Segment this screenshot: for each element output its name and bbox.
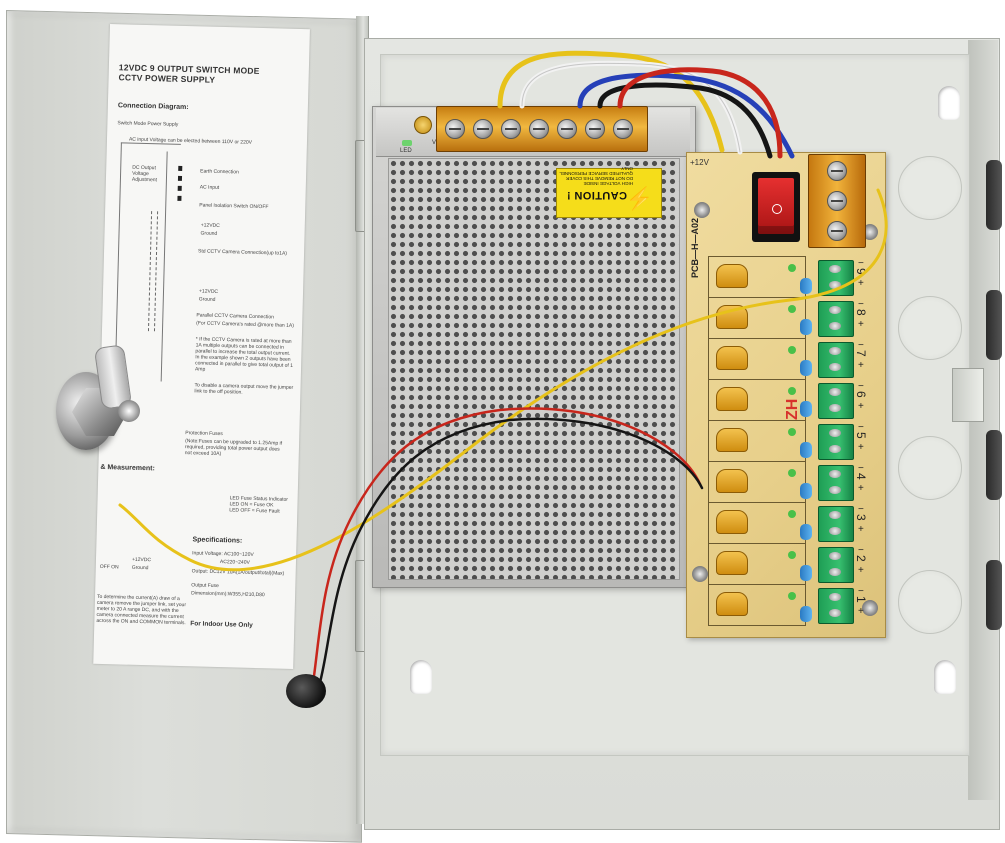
channel-minus-label: −	[858, 586, 864, 597]
channel-output-terminal[interactable]	[818, 547, 854, 583]
psu-wire-yellow	[497, 50, 725, 153]
channel-capacitor	[800, 606, 812, 622]
channel-output-terminal[interactable]	[818, 301, 854, 337]
channel-plus-label: +	[858, 442, 864, 453]
input-terminal-screw[interactable]	[827, 221, 847, 241]
door-wire-black	[316, 417, 704, 692]
psu-terminal-strip	[436, 106, 648, 152]
door-lock-keyhole-icon[interactable]	[118, 400, 140, 422]
pcb-mount-screw	[692, 566, 708, 582]
door-wire-yellow	[118, 188, 888, 572]
input-terminal-screw[interactable]	[827, 161, 847, 181]
cable-knockout	[898, 296, 962, 360]
channel-status-led	[788, 428, 796, 436]
side-cable-gland	[986, 160, 1002, 230]
terminal-screw[interactable]	[585, 119, 605, 139]
channel-plus-label: +	[858, 483, 864, 494]
voltage-adjust-pot[interactable]	[414, 116, 432, 134]
channel-capacitor	[800, 442, 812, 458]
side-cable-gland	[986, 290, 1002, 360]
psu-led-label: LED	[400, 148, 412, 154]
channel-status-led	[788, 264, 796, 272]
psu-vent-mesh	[388, 158, 680, 580]
psu-wire-red	[617, 67, 783, 159]
pcb-mount-screw	[862, 224, 878, 240]
channel-capacitor	[800, 278, 812, 294]
channel-plus-label: +	[858, 524, 864, 535]
terminal-screw[interactable]	[557, 119, 577, 139]
mounting-keyhole	[934, 660, 956, 694]
channel-fuse[interactable]	[716, 510, 748, 534]
side-cable-gland	[986, 430, 1002, 500]
channel-minus-label: −	[858, 463, 864, 474]
door-latch-plate	[952, 368, 984, 422]
channel-status-led	[788, 551, 796, 559]
terminal-screw[interactable]	[473, 119, 493, 139]
input-terminal-screw[interactable]	[827, 191, 847, 211]
channel-plus-label: +	[858, 360, 864, 371]
channel-plus-label: +	[858, 606, 864, 617]
channel-output-terminal[interactable]	[818, 465, 854, 501]
dc-input-terminal-block	[808, 154, 866, 248]
channel-fuse[interactable]	[716, 346, 748, 370]
channel-plus-label: +	[858, 565, 864, 576]
channel-capacitor	[800, 565, 812, 581]
channel-capacitor	[800, 360, 812, 376]
channel-fuse[interactable]	[716, 428, 748, 452]
channel-fuse[interactable]	[716, 264, 748, 288]
channel-minus-label: −	[858, 422, 864, 433]
channel-capacitor	[800, 319, 812, 335]
channel-output-terminal[interactable]	[818, 383, 854, 419]
channel-output-terminal[interactable]	[818, 424, 854, 460]
channel-status-led	[788, 510, 796, 518]
mounting-keyhole	[410, 660, 432, 694]
mounting-keyhole	[938, 86, 960, 120]
terminal-screw[interactable]	[501, 119, 521, 139]
channel-status-led	[788, 469, 796, 477]
terminal-screw[interactable]	[613, 119, 633, 139]
terminal-screw[interactable]	[445, 119, 465, 139]
channel-output-terminal[interactable]	[818, 506, 854, 542]
channel-fuse[interactable]	[716, 592, 748, 616]
channel-output-terminal[interactable]	[818, 588, 854, 624]
door-wire-red	[310, 407, 702, 692]
channel-fuse[interactable]	[716, 551, 748, 575]
cable-knockout	[898, 436, 962, 500]
channel-outline	[708, 584, 806, 626]
terminal-screw[interactable]	[529, 119, 549, 139]
door-tamper-switch	[286, 674, 326, 708]
psu-status-led	[402, 140, 412, 146]
channel-output-terminal[interactable]	[818, 342, 854, 378]
channel-status-led	[788, 305, 796, 313]
channel-minus-label: −	[858, 258, 864, 269]
channel-status-led	[788, 387, 796, 395]
channel-minus-label: −	[858, 340, 864, 351]
pcb-mount-screw	[862, 600, 878, 616]
channel-capacitor	[800, 483, 812, 499]
pcb-mount-screw	[694, 202, 710, 218]
channel-minus-label: −	[858, 545, 864, 556]
psu-wire-black	[597, 82, 773, 159]
channel-minus-label: −	[858, 381, 864, 392]
pcb-plus-label: +12V	[690, 158, 709, 167]
psu-wire-blue	[577, 72, 795, 159]
channel-status-led	[788, 346, 796, 354]
channel-fuse[interactable]	[716, 469, 748, 493]
channel-minus-label: −	[858, 504, 864, 515]
psu-wire-white-outline	[521, 62, 741, 153]
cable-knockout	[898, 570, 962, 634]
channel-plus-label: +	[858, 319, 864, 330]
channel-status-led	[788, 592, 796, 600]
cable-knockout	[898, 156, 962, 220]
channel-capacitor	[800, 401, 812, 417]
power-switch-mark	[772, 204, 782, 214]
channel-fuse[interactable]	[716, 387, 748, 411]
channel-plus-label: +	[858, 401, 864, 412]
channel-capacitor	[800, 524, 812, 540]
channel-minus-label: −	[858, 299, 864, 310]
channel-plus-label: +	[858, 278, 864, 289]
side-cable-gland	[986, 560, 1002, 630]
